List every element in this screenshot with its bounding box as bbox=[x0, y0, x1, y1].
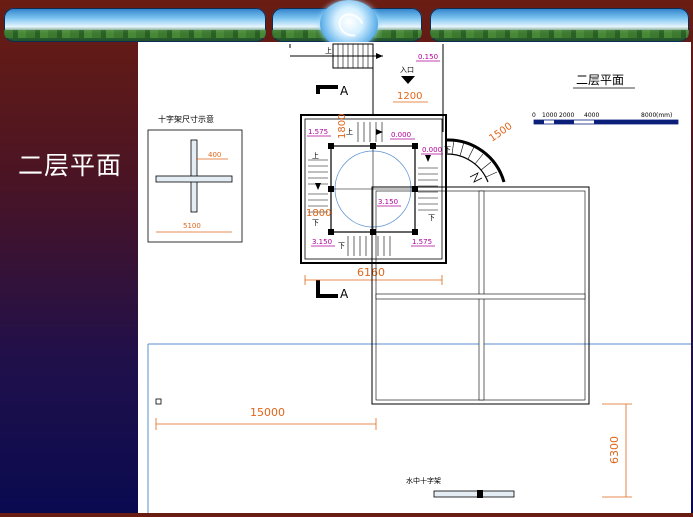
water-platform-outer bbox=[371, 186, 590, 405]
scale-tick-2000: 2000 bbox=[559, 112, 574, 119]
section-a-bottom: A bbox=[340, 287, 349, 301]
top-inner-stair-up-label: 上 bbox=[346, 127, 353, 136]
tower-outer-wall bbox=[300, 114, 447, 264]
entrance-arrow-icon bbox=[401, 76, 415, 84]
dim-1500: 1500 bbox=[487, 121, 514, 145]
level-1575-a: 1.575 bbox=[308, 128, 328, 136]
top-stair-up-label: 上 bbox=[325, 46, 332, 55]
right-stair-down-label: 下 bbox=[428, 214, 435, 222]
level-0000-b: 0.000 bbox=[422, 146, 442, 154]
level-0150: 0.150 bbox=[418, 53, 438, 61]
section-marker-bottom bbox=[316, 280, 338, 298]
water-cross-label: 水中十字架 bbox=[406, 476, 441, 485]
plan-title: 二层平面 bbox=[576, 73, 624, 87]
banner-left bbox=[4, 8, 266, 42]
section-marker-top bbox=[316, 85, 338, 94]
dim-6160: 6160 bbox=[357, 266, 385, 279]
level-0000-a: 0.000 bbox=[391, 131, 411, 139]
dim-1800-b: 1800 bbox=[306, 208, 331, 219]
dim-1200: 1200 bbox=[397, 91, 422, 102]
level-3150-b: 3.150 bbox=[312, 238, 332, 246]
scale-tick-0: 0 bbox=[532, 112, 536, 119]
left-stair-down-label: 下 bbox=[312, 219, 319, 227]
banner-right bbox=[430, 8, 689, 42]
scale-tick-1000: 1000 bbox=[542, 112, 557, 119]
ramp-break-icon bbox=[469, 172, 483, 183]
drawing-sheet: 上 0.150 入口 1200 A A 十字架尺寸示意 400 5100 二层平… bbox=[138, 42, 691, 513]
section-a-top: A bbox=[340, 84, 349, 98]
small-marker bbox=[155, 398, 162, 405]
level-1575-b: 1.575 bbox=[412, 238, 432, 246]
inset-title: 十字架尺寸示意 bbox=[158, 114, 214, 124]
water-cross-bar bbox=[433, 490, 515, 498]
slide-title: 二层平面 bbox=[18, 151, 123, 180]
dim-15000: 15000 bbox=[250, 406, 285, 419]
scale-bar bbox=[533, 119, 679, 125]
entrance-label: 入口 bbox=[400, 66, 414, 74]
bottom-stair-down-label: 下 bbox=[338, 242, 345, 250]
inset-dim-400: 400 bbox=[208, 151, 221, 159]
dim-6300: 6300 bbox=[608, 436, 621, 464]
left-stair-up-label: 上 bbox=[312, 151, 319, 160]
scale-tick-8000: 8000 bbox=[641, 112, 656, 119]
scale-tick-4000: 4000 bbox=[584, 112, 599, 119]
scale-unit: (mm) bbox=[656, 112, 672, 119]
curved-ramp bbox=[445, 138, 506, 183]
inset-dim-5100: 5100 bbox=[183, 222, 201, 230]
floor-plan-drawing: 上 0.150 入口 1200 A A 十字架尺寸示意 400 5100 二层平… bbox=[147, 43, 691, 513]
ramp-down-label: 下 bbox=[444, 146, 451, 154]
dim-1800-a: 1800 bbox=[337, 114, 348, 139]
tower-inner-wall bbox=[304, 118, 443, 260]
cross-inset-frame bbox=[147, 129, 243, 243]
level-3150-a: 3.150 bbox=[378, 198, 398, 206]
globe-logo-icon bbox=[320, 0, 378, 48]
